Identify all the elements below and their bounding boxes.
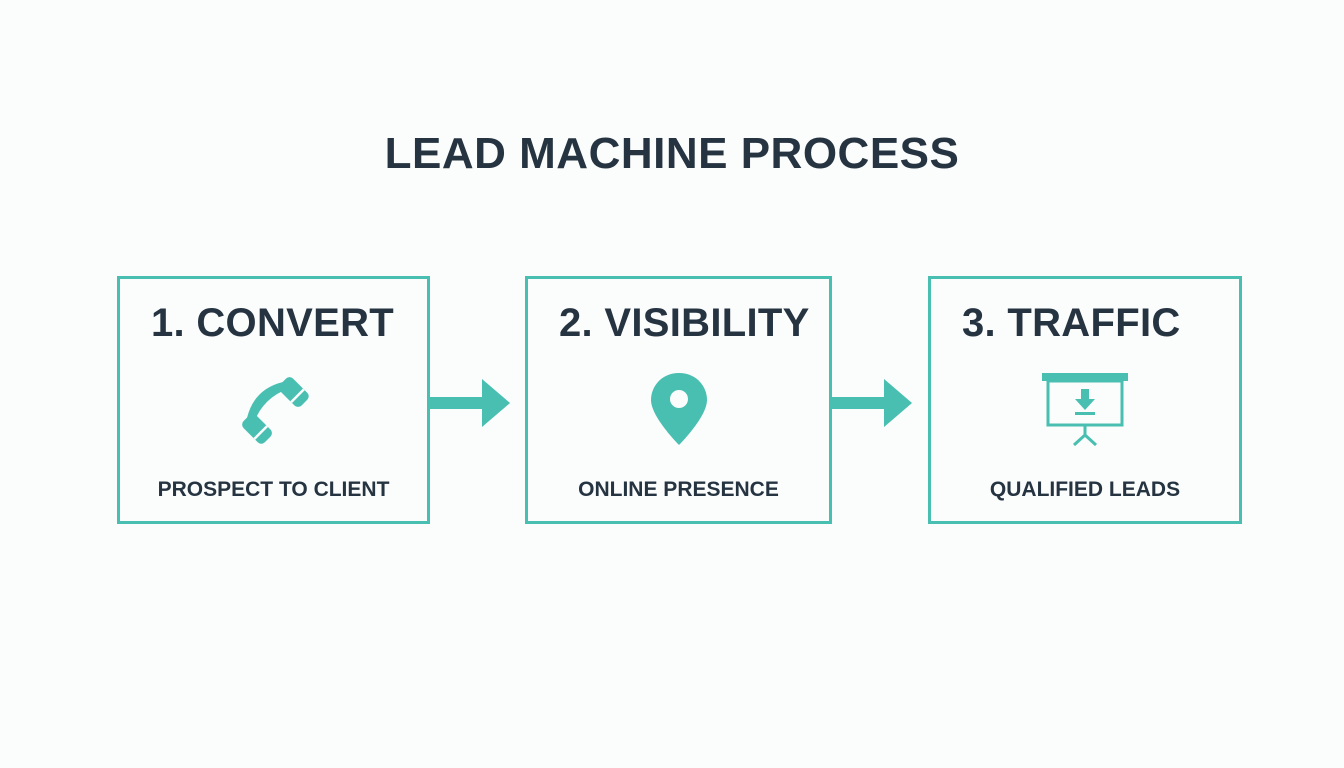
step-convert: 1. CONVERT PROSPECT TO CLIENT <box>117 276 430 524</box>
step-heading: 3. TRAFFIC <box>962 301 1181 345</box>
step-heading: 1. CONVERT <box>151 301 395 345</box>
diagram-title: LEAD MACHINE PROCESS <box>384 129 960 178</box>
arrow-right-icon <box>832 376 914 430</box>
step-caption: QUALIFIED LEADS <box>989 478 1181 501</box>
location-pin-icon <box>634 369 724 449</box>
step-caption: PROSPECT TO CLIENT <box>157 478 390 501</box>
arrow-right-icon <box>430 376 512 430</box>
presentation-board-icon <box>1040 369 1130 449</box>
step-traffic: 3. TRAFFIC QUALIFIED LEADS <box>928 276 1242 524</box>
phone-icon <box>229 369 319 449</box>
step-caption: ONLINE PRESENCE <box>578 478 779 501</box>
step-heading: 2. VISIBILITY <box>559 301 810 345</box>
step-visibility: 2. VISIBILITY ONLINE PRESENCE <box>525 276 832 524</box>
